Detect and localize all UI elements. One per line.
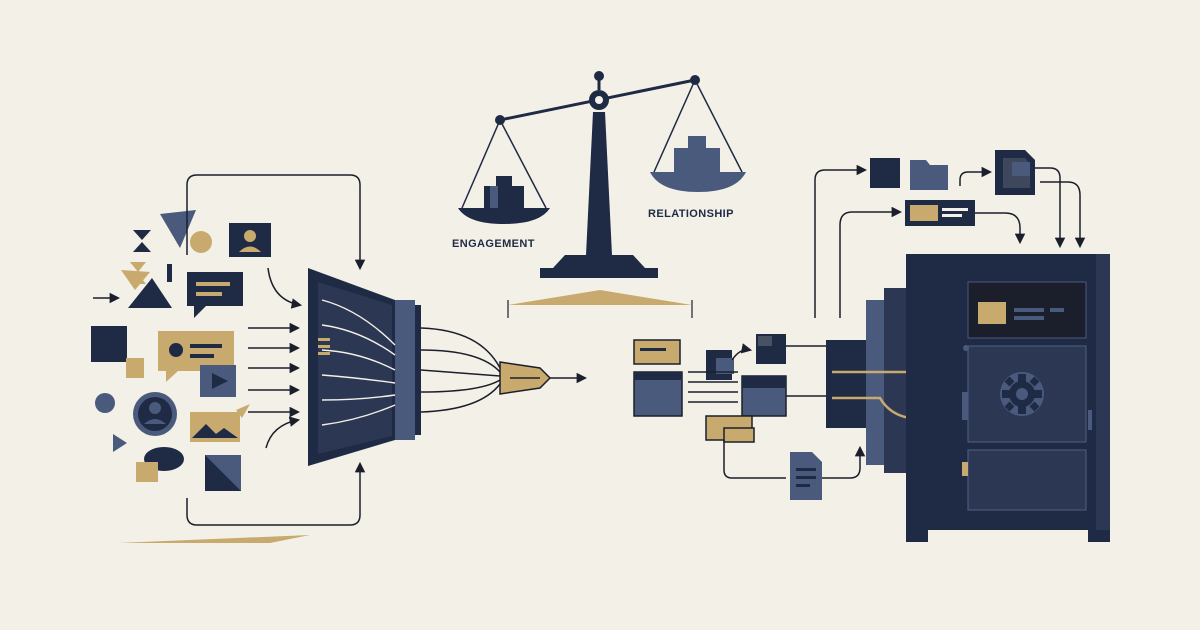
tag-icon	[205, 455, 241, 491]
funnel-output-lines	[420, 327, 501, 413]
hourglass-icon	[133, 230, 151, 252]
document-small-icon	[790, 452, 822, 500]
square-icon	[91, 326, 127, 362]
balance-scale-icon	[458, 71, 746, 278]
chat-bubble-small-icon	[136, 447, 184, 482]
input-icons-cluster	[91, 210, 271, 491]
speech-card-icon	[158, 331, 234, 382]
square-icon	[870, 158, 900, 188]
vault-arrows	[688, 164, 1086, 479]
gold-block-icon	[126, 358, 144, 378]
video-play-icon	[200, 365, 236, 397]
bar-icon	[167, 264, 172, 282]
small-triangle-icon	[113, 434, 127, 452]
safe-vault-icon	[826, 254, 1110, 542]
relationship-label: RELATIONSHIP	[648, 208, 734, 220]
left-base-bar	[118, 535, 310, 543]
left-doc-stack	[633, 334, 822, 500]
avatar-icon	[133, 392, 177, 436]
input-arrows	[93, 174, 366, 526]
circle-icon	[190, 231, 212, 253]
triangle-gold-icon	[121, 270, 150, 290]
triangle-navy-icon	[128, 278, 172, 308]
gear-icon	[1000, 372, 1044, 416]
dot-icon	[95, 393, 115, 413]
document-icon	[995, 150, 1035, 195]
funnel-icon	[308, 268, 421, 466]
card-icon	[905, 200, 975, 226]
engagement-label: ENGAGEMENT	[452, 238, 535, 250]
scale-base-bar	[508, 290, 692, 305]
documents-cluster	[633, 150, 1035, 500]
contact-card-icon	[229, 223, 271, 257]
output-nozzle-icon	[499, 361, 588, 395]
image-icon	[190, 404, 250, 442]
scale-base-brackets	[507, 300, 693, 318]
chat-bubble-icon	[187, 272, 243, 318]
folder-icon	[910, 160, 948, 190]
